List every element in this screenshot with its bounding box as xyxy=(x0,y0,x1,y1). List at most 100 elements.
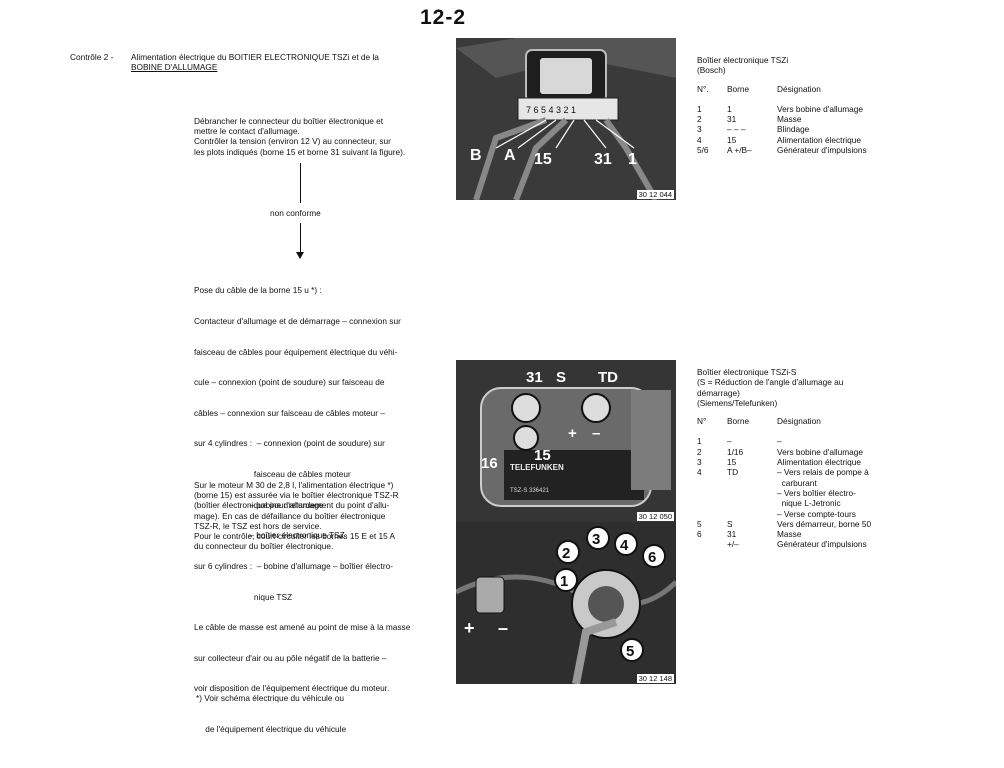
repair-line: sur 6 cylindres : – bobine d'allumage – … xyxy=(194,560,393,571)
cell-borne: A +/B– xyxy=(727,145,752,156)
table-row: – Vers boîtier électro- xyxy=(697,488,987,498)
table-header: N° Borne Désignation xyxy=(697,416,987,426)
label-a: A xyxy=(504,147,516,164)
photo-bosch-connector: 7 6 5 4 3 2 1 B A 15 31 1 30 12 044 xyxy=(456,38,676,200)
cell-borne: 1 xyxy=(727,103,732,114)
cell-borne: S xyxy=(727,518,733,529)
table-row: carburant xyxy=(697,478,987,488)
repair-line: câbles – connexion sur faisceau de câble… xyxy=(194,407,385,418)
page-number: 12-2 xyxy=(420,6,467,29)
cell-no: 4 xyxy=(697,134,702,145)
repair-line: Le câble de masse est amené au point de … xyxy=(194,622,411,633)
cell-designation: – xyxy=(777,436,782,447)
flow-label: non conforme xyxy=(270,208,321,218)
footnote-line: de l'équipement électrique du véhicule xyxy=(196,724,347,735)
photo-round-connector: 1 2 3 4 5 6 + – 30 12 148 xyxy=(456,522,676,684)
header-borne: Borne xyxy=(727,83,750,94)
control-title-line1: Alimentation électrique du BOITIER ELECT… xyxy=(131,52,379,62)
instructions-paragraph: Débrancher le connecteur du boîtier élec… xyxy=(194,116,405,157)
cell-designation: Alimentation électrique xyxy=(777,457,861,468)
table-title: (Siemens/Telefunken) xyxy=(697,397,778,408)
label-td: TD xyxy=(598,369,618,386)
cell-designation: Vers démarreur, borne 50 xyxy=(777,518,872,529)
m30-note-line: (borne 15) est assurée via le boîtier él… xyxy=(194,490,399,501)
cell-borne: 31 xyxy=(727,114,737,125)
table-row: 5 S Vers démarreur, borne 50 xyxy=(697,519,987,529)
instruction-line: Contrôler la tension (environ 12 V) au c… xyxy=(194,136,391,147)
cell-designation: Masse xyxy=(777,529,802,540)
instruction-line: les plots indiqués (borne 15 et borne 31… xyxy=(194,146,406,157)
control-label: Contrôle 2 - xyxy=(70,52,114,62)
table-header: N°. Borne Désignation xyxy=(697,84,987,94)
flow-line-top xyxy=(300,163,301,203)
photo-code: 30 12 050 xyxy=(636,512,674,521)
footnote-line: *) Voir schéma électrique du véhicule ou xyxy=(196,693,345,704)
m30-note-line: Sur le moteur M 30 de 2,8 l, l'alimentat… xyxy=(194,480,394,490)
label-b: B xyxy=(470,147,482,164)
cell-designation: Masse xyxy=(777,114,802,125)
photo-code: 30 12 044 xyxy=(636,190,674,199)
cell-no: 2 xyxy=(697,114,702,125)
table-row: 2 31 Masse xyxy=(697,114,987,124)
table-row: nique L-Jetronic xyxy=(697,498,987,508)
table-title: (Bosch) xyxy=(697,65,726,76)
cell-borne: 15 xyxy=(727,134,737,145)
label-15: 15 xyxy=(534,151,552,168)
repair-line: sur 4 cylindres : – connexion (point de … xyxy=(194,438,385,449)
label-31: 31 xyxy=(594,151,612,168)
cell-borne: +/– xyxy=(727,539,739,550)
header-no: N° xyxy=(697,416,707,427)
repair-line: cule – connexion (point de soudure) sur … xyxy=(194,377,385,388)
table-row: 1–– xyxy=(697,436,987,446)
label-plus: + xyxy=(464,618,475,638)
cell-no: 3 xyxy=(697,124,702,135)
table-title: Boîtier électronique TSZi xyxy=(697,55,789,65)
label-16: 16 xyxy=(481,455,498,472)
label-6: 6 xyxy=(648,549,656,566)
cell-designation: – Vers boîtier électro- xyxy=(777,487,856,498)
label-minus: – xyxy=(498,618,508,638)
brand-text: TELEFUNKEN xyxy=(510,463,564,472)
table-row: – Verse compte-tours xyxy=(697,509,987,519)
repair-line: faisceau de câbles pour équipement élect… xyxy=(194,346,398,357)
cell-no: 5 xyxy=(697,518,702,529)
cell-designation: Générateur d'impulsions xyxy=(777,539,867,550)
cell-no: 1 xyxy=(697,103,702,114)
label-5: 5 xyxy=(626,643,634,660)
repair-line: faisceau de câbles moteur xyxy=(194,469,351,480)
cell-no: 5/6 xyxy=(697,145,709,156)
header-designation: Désignation xyxy=(777,83,821,94)
label-4: 4 xyxy=(620,537,629,554)
cell-designation: – Verse compte-tours xyxy=(777,508,856,519)
m30-note-line: (boîtier électronique pour retardement d… xyxy=(194,500,390,511)
m30-note-line: du connecteur du boîtier électronique. xyxy=(194,541,334,552)
table-bosch: Boîtier électronique TSZi (Bosch) N°. Bo… xyxy=(697,55,987,155)
cell-designation: Vers bobine d'allumage xyxy=(777,446,863,457)
label-minus: – xyxy=(592,425,600,442)
control-title-line2: BOBINE D'ALLUMAGE xyxy=(131,62,218,72)
flow-line-bottom xyxy=(300,223,301,253)
cell-designation: Blindage xyxy=(777,124,810,135)
table-title: démarrage) xyxy=(697,387,740,398)
cell-no: 4 xyxy=(697,467,702,478)
label-2: 2 xyxy=(562,545,570,562)
cell-designation: Vers bobine d'allumage xyxy=(777,103,863,114)
label-15: 15 xyxy=(534,447,551,464)
part-text: TSZ-S 336421 xyxy=(510,488,550,494)
repair-paragraph: Pose du câble de la borne 15 u *) : Cont… xyxy=(194,265,410,704)
cell-no: 6 xyxy=(697,529,702,540)
repair-line: voir disposition de l'équipement électri… xyxy=(194,683,390,694)
cell-borne: 31 xyxy=(727,529,737,540)
table-row: +/– Générateur d'impulsions xyxy=(697,539,987,549)
photo-code: 30 12 148 xyxy=(636,674,674,683)
cell-designation: nique L-Jetronic xyxy=(777,498,841,509)
table-row: 3– – –Blindage xyxy=(697,124,987,134)
instruction-line: mettre le contact d'allumage. xyxy=(194,126,300,137)
repair-line: Pose du câble de la borne 15 u *) : xyxy=(194,285,322,296)
repair-line: nique TSZ xyxy=(194,591,293,602)
header-no: N°. xyxy=(697,83,709,94)
